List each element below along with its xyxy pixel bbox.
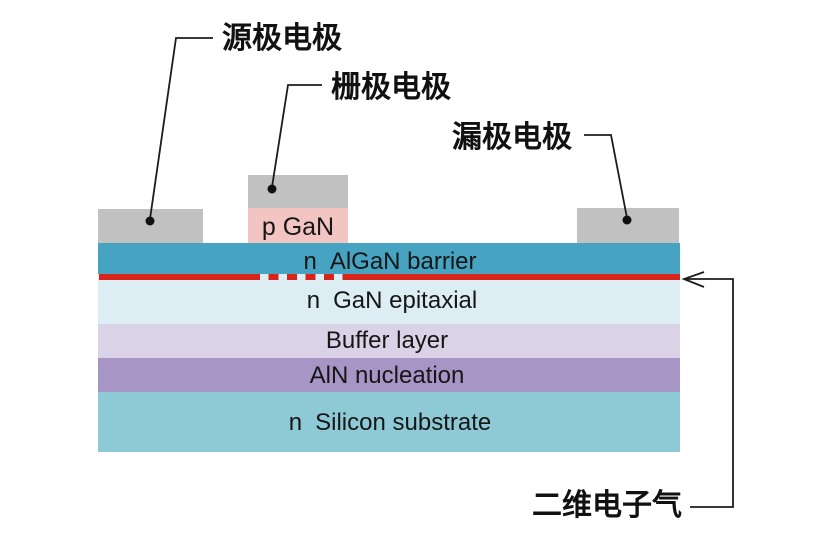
layer-gan-epitaxial xyxy=(98,274,680,324)
source-dot xyxy=(145,216,155,226)
drain-label: 漏极电极 xyxy=(452,121,572,154)
twodeg-arrowhead xyxy=(681,271,705,288)
pgan-label: p GaN xyxy=(262,213,334,241)
gate-pgan-cap xyxy=(248,208,348,243)
drain-dot xyxy=(622,215,632,225)
gate-label: 栅极电极 xyxy=(331,71,451,104)
twodeg-label: 二维电子气 xyxy=(532,489,682,522)
layer-algan-barrier xyxy=(98,243,680,274)
layer-buffer xyxy=(98,324,680,358)
gate-leader-line xyxy=(271,84,322,188)
gate-electrode xyxy=(248,175,348,208)
gate-dot xyxy=(267,184,277,194)
layer-label-buffer: Buffer layer xyxy=(326,327,448,354)
source-label: 源极电极 xyxy=(222,22,342,55)
drain-electrode xyxy=(577,208,679,243)
layer-aln-nucleation xyxy=(98,358,680,392)
layer-silicon-substrate xyxy=(98,392,680,452)
twodeg-arrow xyxy=(686,278,734,508)
drain-leader-line xyxy=(584,134,628,219)
layer-label-aln: AlN nucleation xyxy=(310,362,465,389)
source-leader-line xyxy=(149,37,213,220)
